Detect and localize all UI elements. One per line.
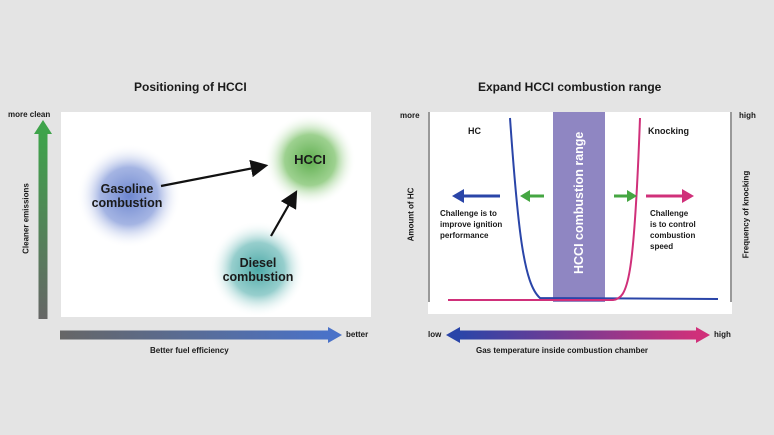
- right-challenge-note: Challenge is to control combustion speed: [650, 209, 696, 251]
- right-right-top-label: high: [739, 111, 756, 120]
- hc-curve: [509, 117, 719, 300]
- gasoline-label: Gasoline combustion: [91, 182, 163, 210]
- right-left-axis-label: Amount of HC: [406, 187, 416, 242]
- right-left-top-label: more: [400, 111, 420, 120]
- hcci-bubble: [264, 114, 356, 206]
- left-x-axis-label: Better fuel efficiency: [150, 346, 229, 355]
- knocking-curve: [448, 117, 641, 301]
- bottom-axis-left-label: low: [428, 330, 442, 339]
- left-x-axis-arrow: [60, 327, 342, 343]
- hcci-range-label: HCCI combustion range: [572, 131, 586, 274]
- left-challenge-note: Challenge is to improve ignition perform…: [440, 209, 503, 240]
- bottom-axis-label: Gas temperature inside combustion chambe…: [476, 346, 649, 355]
- left-y-axis-label: Cleaner emissions: [21, 183, 31, 254]
- left-diagram-title: Positioning of HCCI: [134, 80, 247, 94]
- arrow-gasoline-to-hcci: [160, 159, 269, 188]
- left-x-right-label: better: [346, 330, 369, 339]
- left-diagram-graphics: [77, 114, 356, 317]
- arrow-diesel-to-hcci: [270, 190, 298, 237]
- hcci-label: HCCI: [294, 152, 326, 167]
- bottom-axis-right-label: high: [714, 330, 731, 339]
- gasoline-bubble: [77, 144, 181, 248]
- right-diagram-title: Expand HCCI combustion range: [478, 80, 662, 94]
- right-bottom-axis-arrow: [446, 327, 710, 343]
- right-right-axis-label: Frequency of knocking: [741, 170, 751, 259]
- left-y-top-label: more clean: [8, 110, 51, 119]
- diesel-bubble: [210, 221, 306, 317]
- diesel-label: Diesel combustion: [222, 256, 294, 284]
- hcci-range-band: [553, 112, 605, 302]
- right-diagram-graphics: [428, 112, 732, 302]
- knocking-curve-label: Knocking: [648, 126, 690, 136]
- hc-curve-label: HC: [468, 126, 481, 136]
- left-y-axis-arrow: [34, 120, 52, 319]
